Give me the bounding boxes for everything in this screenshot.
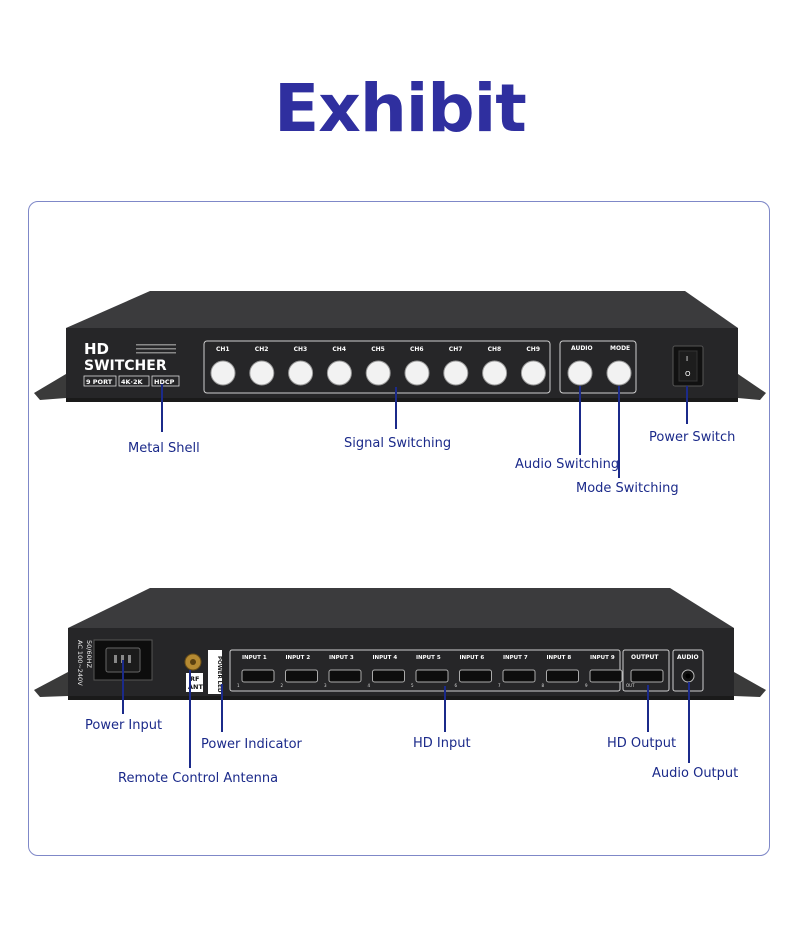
hdmi-input-number-3: 3: [324, 683, 327, 688]
callout-audio-switching: Audio Switching: [515, 457, 620, 472]
audio-switching-line: [579, 386, 581, 455]
callout-power-switch: Power Switch: [649, 430, 736, 445]
hdmi-input-label-9: INPUT 9: [590, 655, 615, 661]
content-frame: [28, 201, 770, 856]
channel-label-7: CH7: [449, 346, 463, 353]
hdmi-output-port[interactable]: [630, 669, 664, 683]
brand-hd: HD: [84, 340, 109, 358]
power-switch-off-mark: O: [685, 370, 691, 378]
hdmi-input-number-5: 5: [411, 683, 414, 688]
rf-label-1: RF: [190, 675, 199, 683]
rf-label-2: ANT: [188, 683, 203, 691]
vent-grille: [136, 344, 176, 354]
hdmi-input-port-7[interactable]: [502, 669, 536, 683]
audio-output-line: [688, 682, 690, 763]
hdmi-input-port-6[interactable]: [459, 669, 492, 683]
power-led-label: POWER LED: [216, 656, 222, 693]
hdmi-input-label-7: INPUT 7: [503, 655, 528, 661]
mode-switching-line: [618, 386, 620, 478]
hdmi-input-label-1: INPUT 1: [242, 655, 267, 661]
mode-button-label: MODE: [610, 345, 630, 352]
channel-button-6[interactable]: [404, 360, 430, 386]
hdmi-input-label-8: INPUT 8: [547, 655, 572, 661]
hdmi-input-number-2: 2: [281, 683, 284, 688]
channel-label-4: CH4: [332, 346, 346, 353]
hdmi-input-port-8[interactable]: [546, 669, 579, 683]
hdmi-input-number-1: 1: [237, 683, 240, 688]
callout-remote-antenna: Remote Control Antenna: [118, 771, 279, 786]
channel-label-2: CH2: [255, 346, 269, 353]
channel-button-8[interactable]: [482, 360, 508, 386]
callout-hd-output: HD Output: [607, 736, 677, 751]
remote-antenna-line: [189, 670, 191, 768]
channel-button-1[interactable]: [210, 360, 236, 386]
audio-button[interactable]: [567, 360, 593, 386]
hdmi-input-label-3: INPUT 3: [329, 655, 354, 661]
channel-button-2[interactable]: [249, 360, 275, 386]
hdmi-input-label-5: INPUT 5: [416, 655, 441, 661]
signal-switching-line: [395, 387, 397, 429]
channel-label-6: CH6: [410, 346, 424, 353]
output-label: OUTPUT: [631, 654, 659, 661]
hdmi-input-label-6: INPUT 6: [460, 655, 485, 661]
mode-button[interactable]: [606, 360, 632, 386]
channel-button-9[interactable]: [520, 360, 546, 386]
hdmi-input-port-5[interactable]: [415, 669, 449, 683]
hdmi-input-number-9: 9: [585, 683, 588, 688]
power-input-line: [122, 660, 124, 714]
callout-signal-switching: Signal Switching: [344, 436, 452, 451]
channel-button-4[interactable]: [326, 360, 352, 386]
channel-button-7[interactable]: [443, 360, 469, 386]
hdmi-input-port-9[interactable]: [589, 669, 623, 683]
page-title: Exhibit: [274, 70, 527, 147]
hdmi-input-number-4: 4: [368, 683, 371, 688]
audio-label: AUDIO: [677, 654, 699, 661]
callout-power-input: Power Input: [85, 718, 163, 733]
power-rating-1: AC 100~240V: [76, 640, 84, 686]
hdmi-input-label-2: INPUT 2: [286, 655, 311, 661]
audio-button-label: AUDIO: [571, 345, 593, 352]
channel-label-9: CH9: [526, 346, 540, 353]
power-rating-2: 50/60HZ: [85, 640, 93, 669]
badge-hdcp: HDCP: [154, 378, 175, 386]
channel-label-5: CH5: [371, 346, 385, 353]
callout-metal-shell: Metal Shell: [128, 441, 200, 456]
hd-output-line: [647, 685, 649, 732]
channel-label-8: CH8: [488, 346, 502, 353]
hdmi-input-label-4: INPUT 4: [373, 655, 398, 661]
badge-resolution: 4K·2K: [121, 378, 144, 386]
hd-input-line: [444, 686, 446, 732]
hdmi-input-port-1[interactable]: [241, 669, 275, 683]
hdmi-input-port-3[interactable]: [328, 669, 362, 683]
power-switch-line: [686, 386, 688, 424]
hdmi-input-number-8: 8: [542, 683, 545, 688]
brand-switcher: SWITCHER: [84, 358, 167, 374]
hdmi-input-port-4[interactable]: [372, 669, 405, 683]
hdmi-input-number-7: 7: [498, 683, 501, 688]
channel-button-3[interactable]: [288, 360, 314, 386]
badge-ports: 9 PORT: [86, 378, 113, 386]
metal-shell-line: [161, 384, 163, 432]
channel-label-1: CH1: [216, 346, 230, 353]
channel-button-5[interactable]: [365, 360, 391, 386]
callout-power-indicator: Power Indicator: [201, 737, 302, 752]
callout-hd-input: HD Input: [413, 736, 471, 751]
channel-label-3: CH3: [294, 346, 308, 353]
hdmi-input-number-6: 6: [455, 683, 458, 688]
hdmi-input-port-2[interactable]: [285, 669, 318, 683]
output-port-label: OUT: [626, 683, 635, 688]
power-switch-on-mark: I: [686, 355, 688, 363]
callout-audio-output: Audio Output: [652, 766, 739, 781]
power-indicator-line: [221, 684, 223, 732]
callout-mode-switching: Mode Switching: [576, 481, 679, 496]
